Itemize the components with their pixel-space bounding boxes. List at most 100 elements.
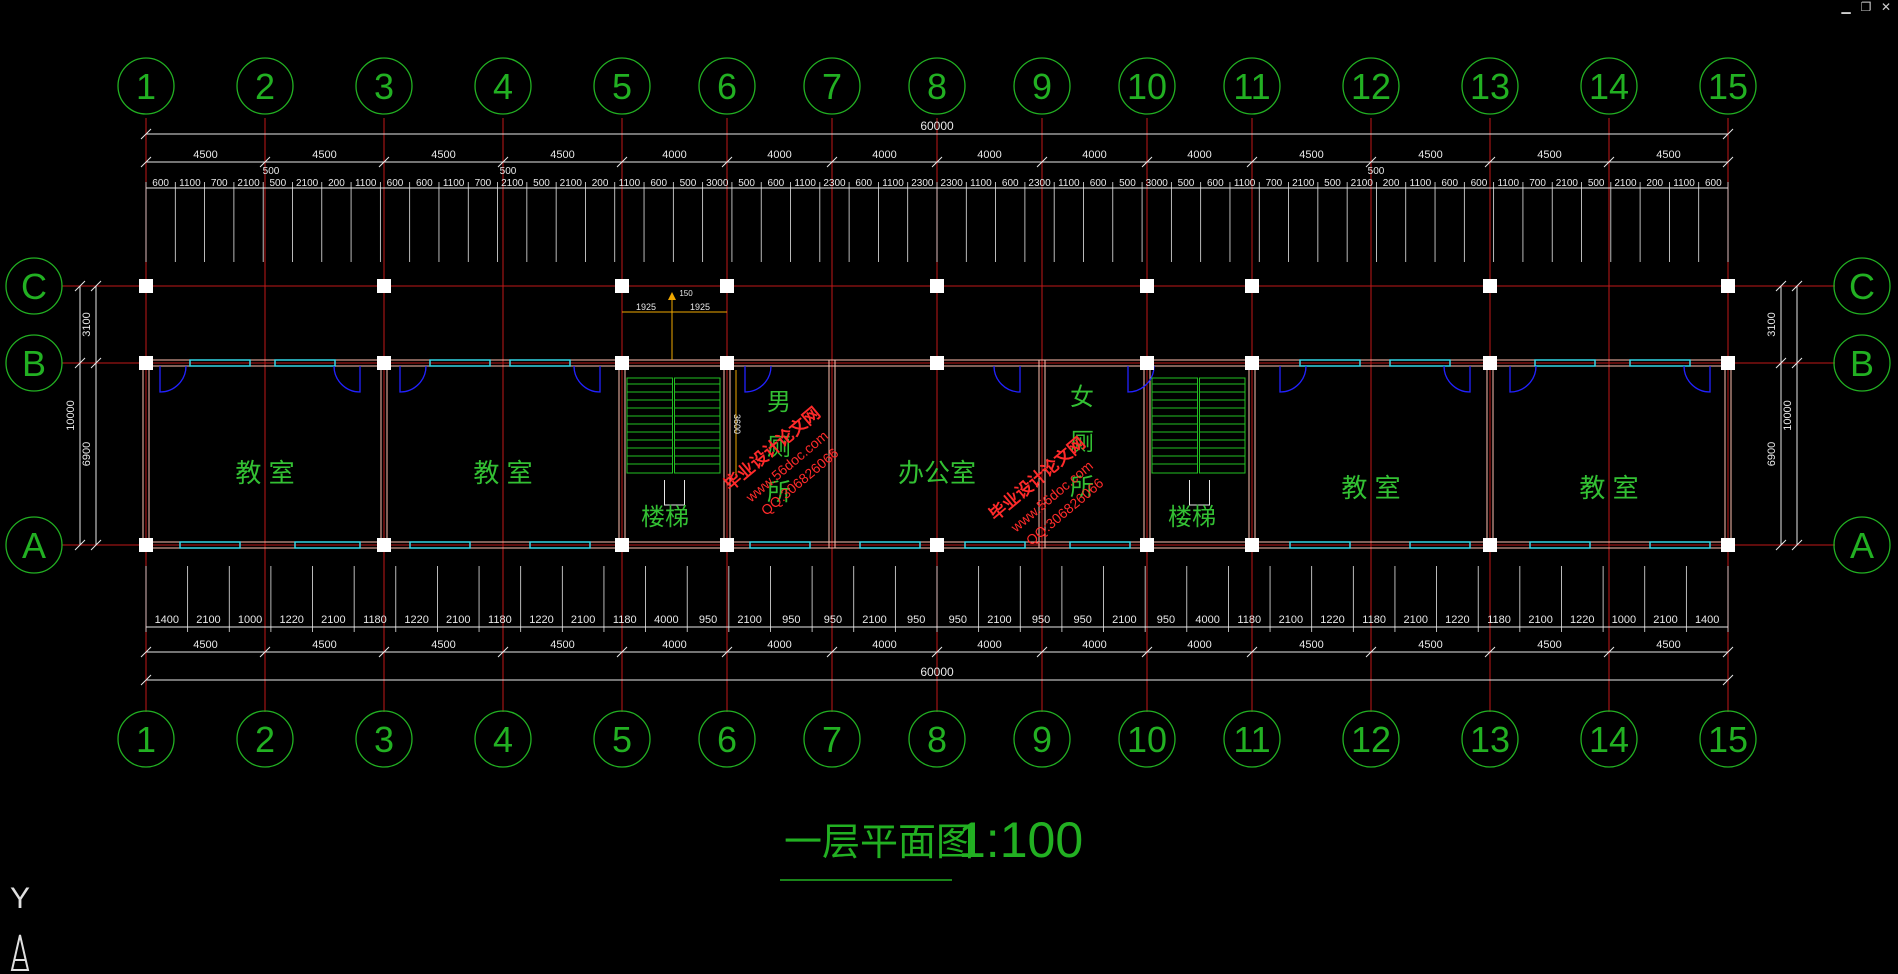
stair-dim-text: 1925 xyxy=(636,302,656,312)
axis-bubble-B xyxy=(5,334,63,392)
column xyxy=(1140,279,1154,293)
dim-top-bay: 4500 xyxy=(550,149,574,161)
dim-top-detail: 2100 xyxy=(1614,178,1637,189)
dim-tick xyxy=(1246,156,1258,168)
dim-tick xyxy=(1603,646,1615,658)
dim-tick xyxy=(140,674,152,686)
axis-bubble-C xyxy=(5,257,63,315)
dim-bottom-detail: 1180 xyxy=(1362,614,1386,626)
dim-bottom-bay: 4500 xyxy=(312,639,336,651)
axis-bubble-6 xyxy=(698,57,756,115)
dim-bottom-detail: 2100 xyxy=(1279,614,1303,626)
dim-bottom-detail: 1180 xyxy=(488,614,512,626)
window-north xyxy=(429,359,491,367)
dim-top-detail: 700 xyxy=(475,178,492,189)
column xyxy=(139,279,153,293)
dim-top-bay: 4000 xyxy=(1187,149,1211,161)
column xyxy=(720,538,734,552)
close-icon[interactable]: ✕ xyxy=(1880,0,1892,14)
dim-bottom-detail: 2100 xyxy=(446,614,470,626)
dim-bottom-detail: 1180 xyxy=(363,614,387,626)
column xyxy=(930,538,944,552)
dim-top-detail: 700 xyxy=(1266,178,1283,189)
dim-bottom-detail: 950 xyxy=(1074,614,1092,626)
dim-tick xyxy=(1603,156,1615,168)
dim-top-detail: 1100 xyxy=(179,178,201,189)
door-swing xyxy=(399,365,427,393)
axis-bubble-label: 13 xyxy=(1470,66,1510,107)
axis-bubble-3 xyxy=(355,710,413,768)
dim-bottom-detail: 950 xyxy=(782,614,800,626)
dim-top-detail: 1100 xyxy=(1058,178,1080,189)
dim-tick xyxy=(259,156,271,168)
dim-bottom-bay: 4000 xyxy=(977,639,1001,651)
axis-bubble-label: A xyxy=(22,525,46,566)
dim-top-detail: 1100 xyxy=(1498,178,1520,189)
dim-bottom-detail: 950 xyxy=(949,614,967,626)
axis-bubble-label: 5 xyxy=(612,719,632,760)
dim-top-detail: 2100 xyxy=(560,178,583,189)
dim-tick xyxy=(1722,646,1734,658)
axis-bubble-2 xyxy=(236,57,294,115)
dim-top-detail: 200 xyxy=(1383,178,1400,189)
dim-bottom-bay: 4500 xyxy=(1656,639,1680,651)
window-north xyxy=(1299,359,1361,367)
axis-bubble-A xyxy=(1833,516,1891,574)
axis-bubble-label: 4 xyxy=(493,719,513,760)
axis-bubble-label: C xyxy=(21,266,47,307)
axis-bubble-label: 9 xyxy=(1032,66,1052,107)
dim-tick xyxy=(1791,357,1803,369)
dim-bottom-detail: 1220 xyxy=(1445,614,1469,626)
door-swing xyxy=(744,365,772,393)
dim-top-bay: 4000 xyxy=(1082,149,1106,161)
axis-bubble-15 xyxy=(1699,57,1757,115)
drawing-title-scale: 1:100 xyxy=(958,812,1083,868)
dim-bottom-bay: 4500 xyxy=(431,639,455,651)
dim-tick xyxy=(74,280,86,292)
axis-bubble-label: 2 xyxy=(255,719,275,760)
dim-top-bay: 4500 xyxy=(193,149,217,161)
dim-tick xyxy=(74,539,86,551)
window-north xyxy=(274,359,336,367)
column xyxy=(139,538,153,552)
dim-tick xyxy=(616,646,628,658)
dim-top-detail: 2100 xyxy=(1351,178,1374,189)
dim-bottom-detail: 2100 xyxy=(1404,614,1428,626)
axis-bubble-label: 8 xyxy=(927,719,947,760)
axis-bubble-15 xyxy=(1699,710,1757,768)
minimize-icon[interactable]: ▁ xyxy=(1841,0,1851,14)
window-south xyxy=(179,541,241,549)
dim-top-detail: 500 xyxy=(1119,178,1136,189)
dim-tick xyxy=(74,357,86,369)
dim-bottom-detail: 4000 xyxy=(1195,614,1219,626)
dim-top-detail: 600 xyxy=(1090,178,1107,189)
dim-top-minor: 500 xyxy=(263,166,280,177)
dim-tick xyxy=(1141,646,1153,658)
axis-bubble-10 xyxy=(1118,710,1176,768)
axis-bubble-label: 3 xyxy=(374,66,394,107)
axis-bubble-8 xyxy=(908,57,966,115)
window-south xyxy=(964,541,1026,549)
axis-bubble-label: 4 xyxy=(493,66,513,107)
window-controls: ▁ ❐ ✕ xyxy=(1840,0,1898,14)
dim-vertical-total: 10000 xyxy=(65,400,77,431)
door-swing xyxy=(1509,365,1537,393)
axis-bubble-5 xyxy=(593,710,651,768)
window-south xyxy=(1529,541,1591,549)
dim-bottom-detail: 1000 xyxy=(238,614,262,626)
column xyxy=(615,279,629,293)
dim-bottom-bay: 4500 xyxy=(193,639,217,651)
column xyxy=(1245,538,1259,552)
dim-top-detail: 2100 xyxy=(501,178,524,189)
ucs-y-label: Y xyxy=(10,882,30,915)
dim-top-detail: 2300 xyxy=(1028,178,1051,189)
dim-bottom-bay: 4500 xyxy=(1537,639,1561,651)
restore-icon[interactable]: ❐ xyxy=(1860,0,1872,14)
dim-bottom-detail: 1220 xyxy=(1320,614,1344,626)
axis-bubble-label: 15 xyxy=(1708,66,1748,107)
dim-tick xyxy=(140,646,152,658)
axis-bubble-13 xyxy=(1461,710,1519,768)
dim-bottom-bay: 4000 xyxy=(872,639,896,651)
stair-arrow-icon xyxy=(664,480,685,506)
